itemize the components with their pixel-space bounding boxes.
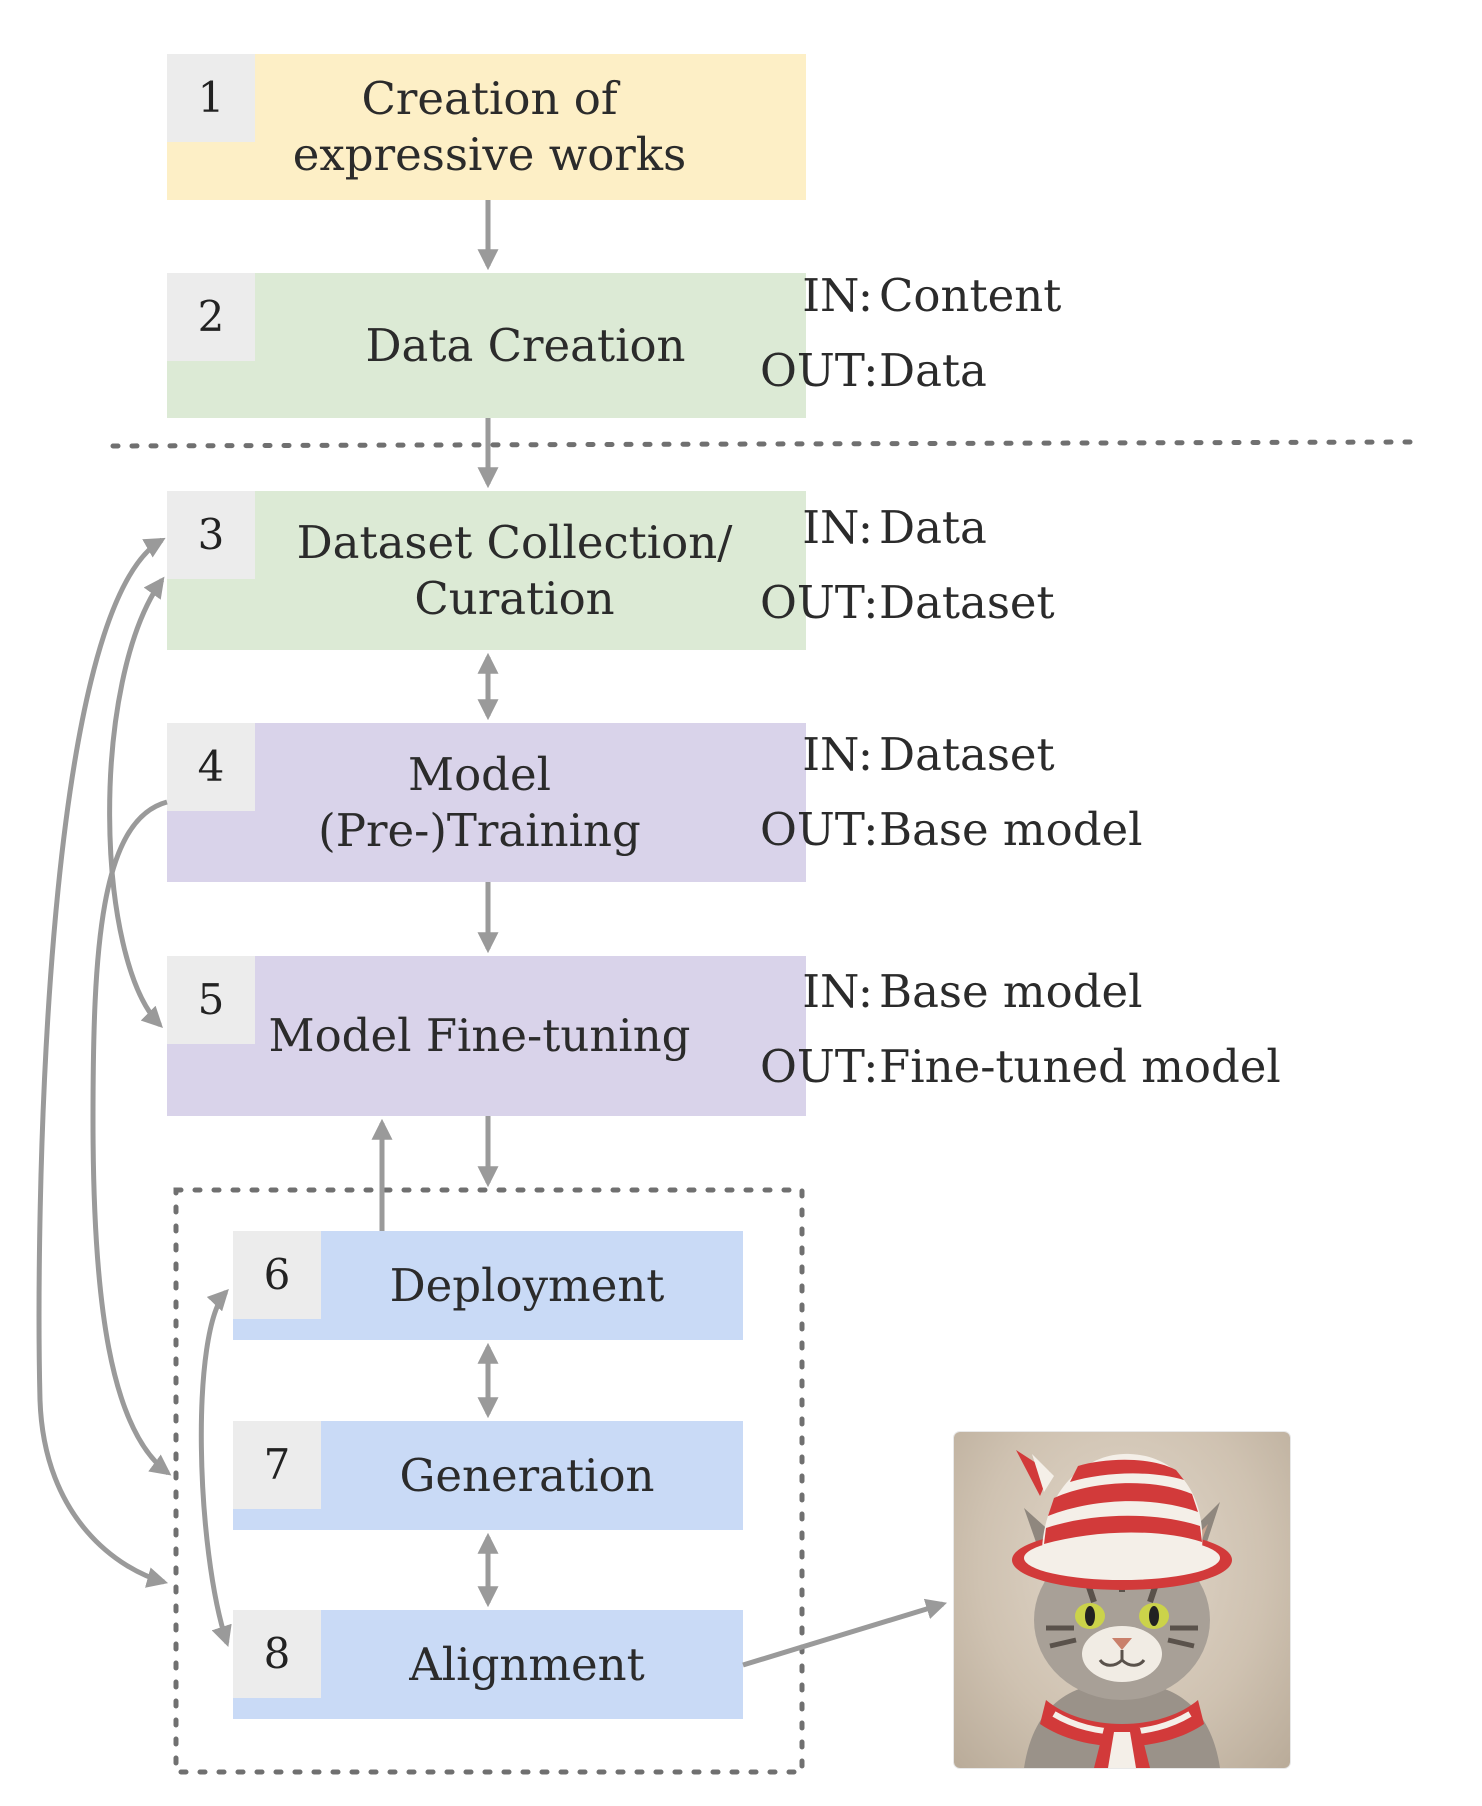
step-4-box: 4 Model (Pre-)Training [167,723,806,882]
step-2-label: Data Creation [365,318,686,372]
out-key: OUT: [760,344,879,397]
cat-image [954,1432,1290,1768]
loop-3-to-5 [107,576,165,1028]
step-7-number: 7 [233,1421,321,1509]
io-step-3: IN:Data OUT:Dataset [760,500,1055,631]
step-7-label: Generation [399,1448,655,1502]
in-value: Data [879,501,987,554]
step-3-box: 3 Dataset Collection/ Curation [167,491,806,650]
step-4-label: Model (Pre-)Training [318,747,641,857]
step-5-label: Model Fine-tuning [268,1009,691,1062]
step-7-box: 7 Generation [233,1421,743,1530]
step-8-label: Alignment [409,1637,645,1691]
step-1-box: 1 Creation of expressive works [167,54,806,200]
io-step-2: IN:Content OUT:Data [760,268,1061,399]
out-key: OUT: [760,803,879,856]
step-1-label: Creation of expressive works [292,72,687,181]
step-5-box: 5 Model Fine-tuning [167,956,806,1116]
in-value: Base model [879,965,1143,1018]
out-value: Fine-tuned model [879,1040,1281,1093]
step-6-box: 6 Deployment [233,1231,743,1340]
in-key: IN: [802,269,873,322]
in-key: IN: [802,728,873,781]
cat-illustration [1012,1450,1232,1768]
step-8-box: 8 Alignment [233,1610,743,1719]
step-2-number: 2 [167,273,255,361]
step-3-label: Dataset Collection/ Curation [296,515,733,625]
deployment-group-border [173,1187,805,1775]
io-step-5: IN:Base model OUT:Fine-tuned model [760,964,1281,1095]
out-value: Base model [879,803,1143,856]
out-key: OUT: [760,1040,879,1093]
step-5-number: 5 [167,956,255,1044]
loop-4-to-7 [90,799,172,1476]
out-value: Data [879,344,987,397]
step-6-label: Deployment [389,1258,665,1312]
in-value: Dataset [879,728,1055,781]
step-3-number: 3 [167,491,255,579]
out-value: Dataset [879,576,1055,629]
loop-6-to-8 [198,1288,232,1647]
in-key: IN: [802,501,873,554]
step-4-number: 4 [167,723,255,811]
step-8-number: 8 [233,1610,321,1698]
step-1-number: 1 [167,54,255,142]
in-value: Content [879,269,1062,322]
in-key: IN: [802,965,873,1018]
arrow-8-to-image [742,1598,948,1668]
io-step-4: IN:Dataset OUT:Base model [760,727,1143,858]
loop-3-to-8 [36,537,169,1588]
separator-line [110,439,1413,449]
out-key: OUT: [760,576,879,629]
step-2-box: 2 Data Creation [167,273,806,418]
step-6-number: 6 [233,1231,321,1319]
